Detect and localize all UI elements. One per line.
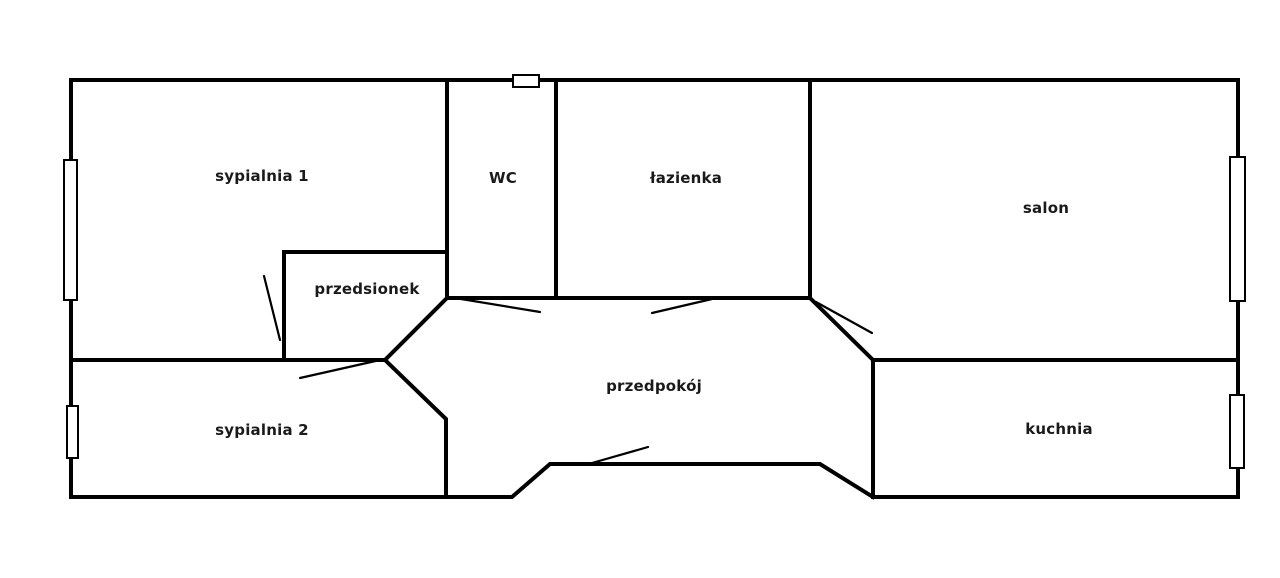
- wall: [444, 462, 876, 500]
- window: [512, 74, 540, 88]
- room-label-wc: WC: [489, 169, 517, 187]
- door-swing: [814, 300, 874, 335]
- door-swing: [650, 297, 714, 315]
- door-swing: [453, 296, 542, 314]
- room-label-salon: salon: [1022, 199, 1070, 217]
- door-swings: [262, 274, 874, 465]
- wall: [382, 295, 450, 499]
- window: [66, 405, 79, 459]
- room-label-przedpokoj: przedpokój: [606, 377, 702, 395]
- door-swing: [298, 358, 382, 380]
- windows: [63, 74, 1246, 469]
- room-label-sypialnia-1: sypialnia 1: [215, 167, 309, 185]
- window: [63, 159, 78, 301]
- room-label-lazienka: łazienka: [649, 169, 723, 187]
- door-swing: [590, 445, 650, 465]
- window: [1229, 156, 1246, 302]
- room-label-kuchnia: kuchnia: [1025, 420, 1093, 438]
- door-swing: [262, 274, 282, 342]
- window: [1229, 394, 1245, 469]
- room-label-sypialnia-2: sypialnia 2: [215, 421, 309, 439]
- room-label-przedsionek: przedsionek: [314, 280, 420, 298]
